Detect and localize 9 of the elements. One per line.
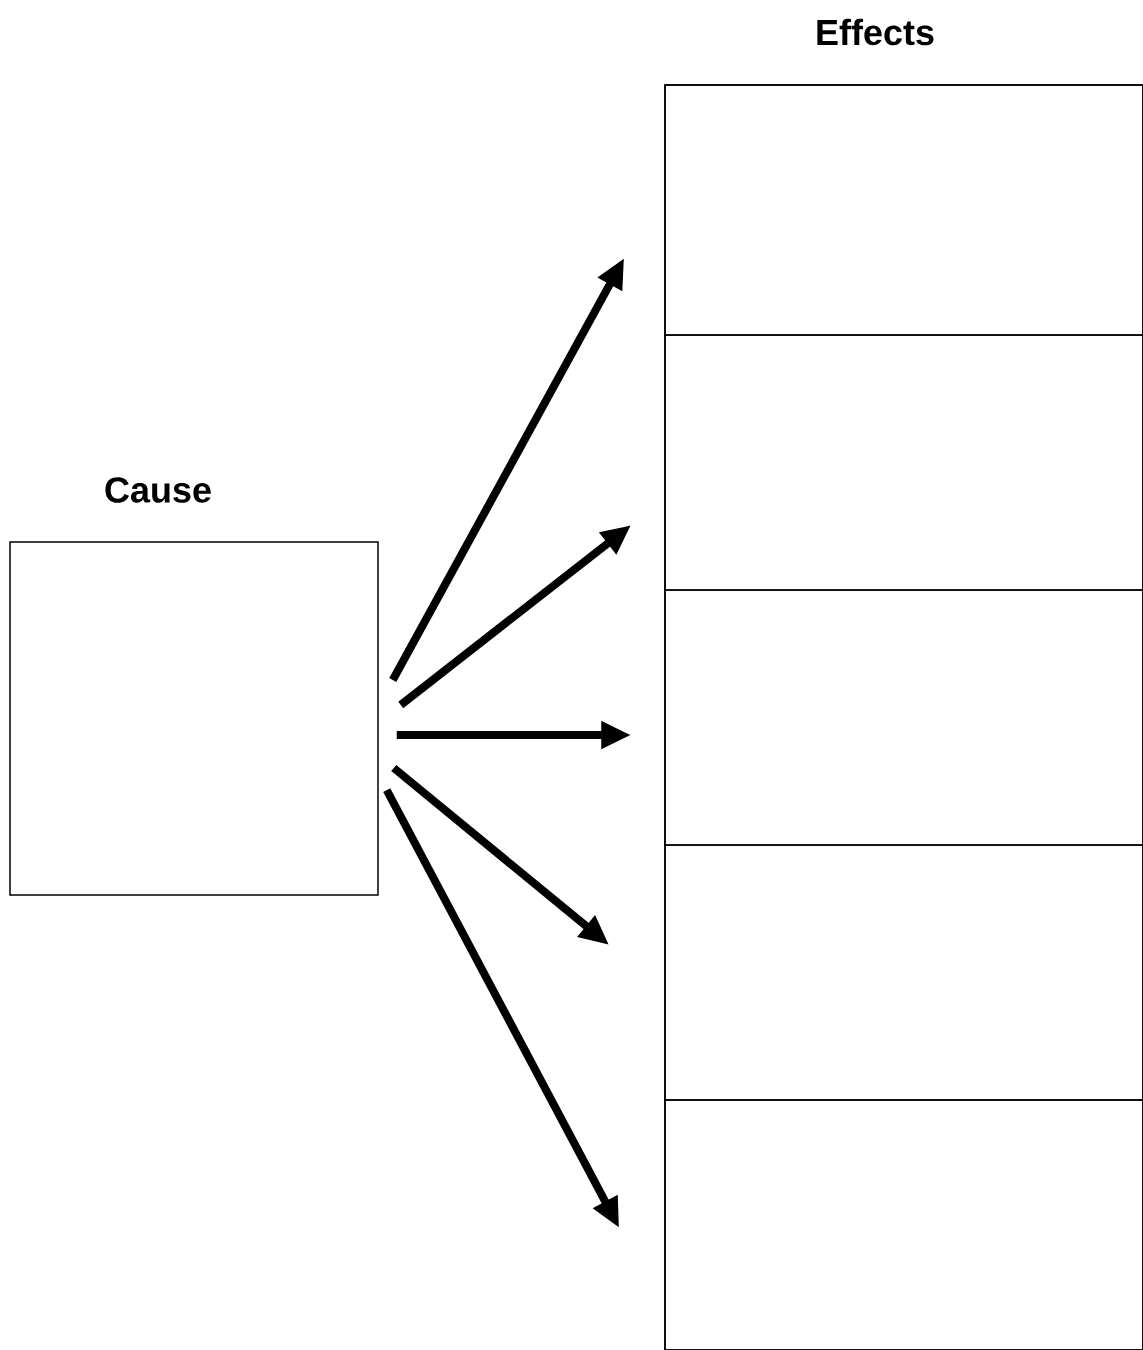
effect-cell <box>664 589 1143 846</box>
effect-cell <box>664 1099 1143 1350</box>
heading-box: Cause <box>9 477 379 896</box>
heading-box: Effects <box>664 18 1143 1350</box>
node-label: Cause <box>105 477 211 503</box>
effect-cell <box>664 334 1143 591</box>
effect-cell <box>664 844 1143 1101</box>
node-label: Effects <box>817 18 934 46</box>
effect-cell <box>664 84 1143 336</box>
